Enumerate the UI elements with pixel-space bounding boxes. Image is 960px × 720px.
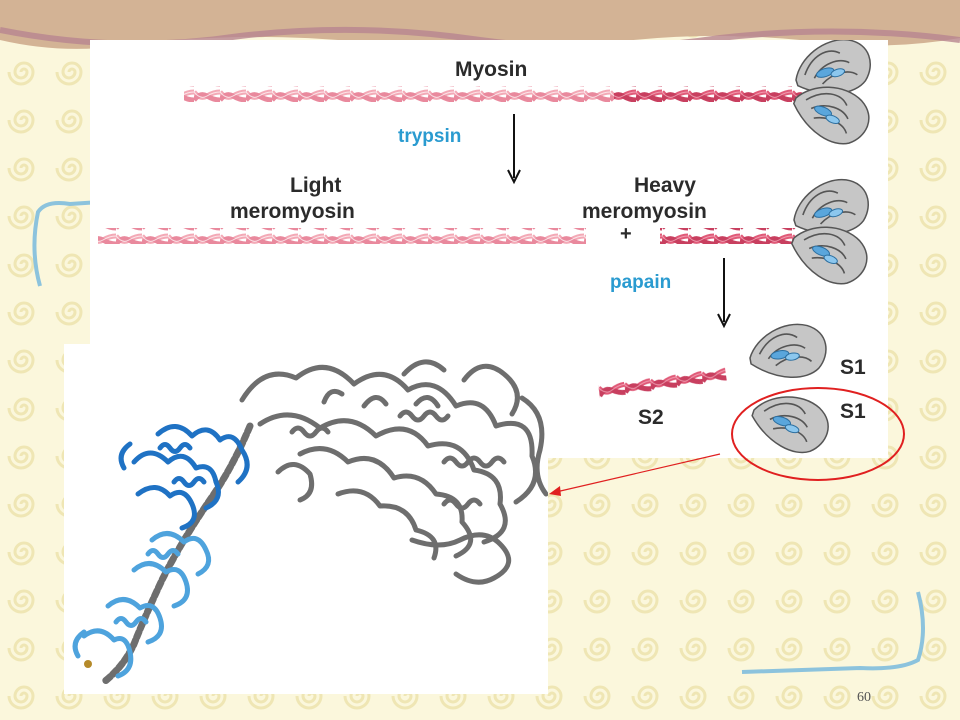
myosin-tail <box>184 86 614 102</box>
papain-label: papain <box>610 272 671 293</box>
myosin-neck <box>614 86 802 102</box>
page-number: 60 <box>857 690 871 705</box>
light-meromyosin-label-1: Light <box>290 174 341 197</box>
s1-fragment-bottom <box>744 384 836 458</box>
ligand-marker <box>84 660 92 668</box>
s1-top-label: S1 <box>840 356 866 379</box>
trypsin-label: trypsin <box>398 126 461 147</box>
motor-domain-gray <box>239 359 548 585</box>
s2-label: S2 <box>638 406 664 429</box>
myosin-label: Myosin <box>455 58 527 81</box>
light-meromyosin-label-2: meromyosin <box>230 200 355 223</box>
bracket-right-bottom <box>741 591 925 674</box>
light-meromyosin-tail <box>98 228 586 244</box>
regulatory-light-chain-light-blue <box>72 531 212 679</box>
bracket-left-top <box>32 200 101 287</box>
heavy-meromyosin-label-2: meromyosin <box>582 200 707 223</box>
s2-fragment <box>598 366 727 400</box>
s1-fragment-top <box>744 318 832 386</box>
top-banner <box>0 0 960 51</box>
s1-bottom-label: S1 <box>840 400 866 423</box>
essential-light-chain-blue <box>118 424 250 531</box>
s1-protein-structure-image <box>64 344 548 694</box>
plus-sign: + <box>620 223 632 245</box>
heavy-meromyosin-label-1: Heavy <box>634 174 696 197</box>
heavy-meromyosin-neck <box>660 228 798 244</box>
